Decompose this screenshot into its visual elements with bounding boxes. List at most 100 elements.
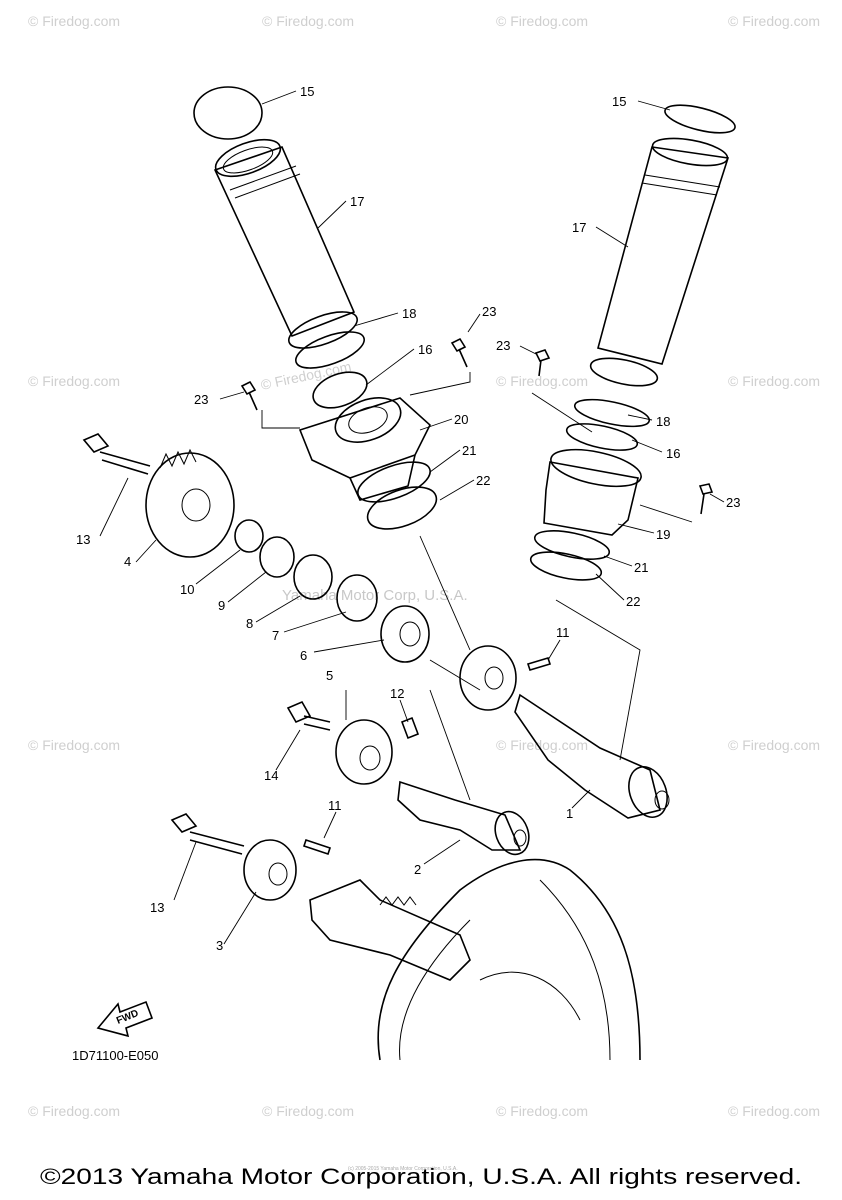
seal-18-right [573,398,651,428]
callout-15-left: 15 [300,84,314,99]
callout-19: 19 [656,527,670,542]
crankshaft-teeth [379,896,417,906]
holder-20-inner [348,406,388,434]
callout-5: 5 [326,668,333,683]
tiny-footer: (c) 2005-2015 Yamaha Motor Corporation, … [348,1166,458,1172]
watermark: © Firedog.com [496,13,588,29]
bolt-13-upper [82,433,151,475]
watermark: © Firedog.com [262,13,354,29]
bolt-13-lower [170,813,245,855]
callout-17-right: 17 [572,220,586,235]
holder-20-spigot [349,454,416,501]
watermark: © Firedog.com [728,1103,820,1119]
callout-7: 7 [272,628,279,643]
fwd-arrow-icon [96,1000,154,1038]
seal-ring-right [589,357,659,387]
watermark: © Firedog.com [28,373,120,389]
callout-23-a: 23 [482,304,496,319]
o-ring-21-left [357,461,431,503]
watermark: © Firedog.com [28,1103,120,1119]
watermark: © Firedog.com [262,1103,354,1119]
callout-12: 12 [390,686,404,701]
watermark: © Firedog.com [728,13,820,29]
callout-23-c: 23 [194,392,208,407]
gear-5-upper-hub [484,666,504,690]
assembly-leaders [345,535,641,801]
callout-13-lower: 13 [150,900,164,915]
gear-5-lower [335,719,393,785]
bolt-23-left-a [450,337,468,368]
callouts: 15 15 17 17 18 18 16 16 23 23 23 23 20 2… [76,84,740,953]
outer-tube-17-left-top [214,138,282,178]
callout-22-left: 22 [476,473,490,488]
callout-1: 1 [566,806,573,821]
watermark: © Firedog.com [28,13,120,29]
gear-6-hub [399,621,421,647]
callout-16-left: 16 [418,342,432,357]
callout-leaders [99,90,725,945]
gear-6 [380,605,430,663]
bolt-23-right-leads [531,392,693,523]
outer-tube-17-left-bore [222,146,274,174]
lock-washer-7 [336,574,378,622]
callout-8: 8 [246,616,253,631]
gear-3-hub [268,862,288,886]
outer-tube-17-left [213,146,356,338]
callout-18-right: 18 [656,414,670,429]
inline-watermark: © Firedog.com [259,358,352,393]
callout-18-left: 18 [402,306,416,321]
tube-grooves-left [229,165,301,199]
camshaft-1-bore [654,790,670,810]
outer-tube-17-right [597,146,730,365]
fwd-arrow: FWD [96,1000,154,1038]
crankshaft [309,879,471,981]
bolt-23-left-leads [261,372,471,429]
gear-4 [145,452,235,558]
callout-3: 3 [216,938,223,953]
o-ring-16-left [312,371,368,409]
callout-4: 4 [124,554,131,569]
copyright-caption: ©2013 Yamaha Motor Corporation, U.S.A. A… [40,1164,802,1189]
camshaft-2 [397,780,522,851]
callout-21-right: 21 [634,560,648,575]
callout-23-d: 23 [726,495,740,510]
outer-tube-17-right-top [651,137,729,167]
callout-21-left: 21 [462,443,476,458]
camshaft-1 [514,693,661,819]
camshaft-1-end [628,766,668,818]
callout-20: 20 [454,412,468,427]
callout-10: 10 [180,582,194,597]
key-12 [400,716,420,740]
gear-train [82,433,670,1061]
watermark: © Firedog.com [728,373,820,389]
o-ring-16-right [565,423,639,451]
holder-20-bore [334,397,402,443]
bolt-23-left-b [240,380,258,411]
callout-15-right: 15 [612,94,626,109]
o-ring-15-right [664,104,736,134]
engine-case [377,858,641,1061]
watermark: © Firedog.com [28,737,120,753]
callout-16-right: 16 [666,446,680,461]
ring-18b-left [295,331,365,369]
callout-9: 9 [218,598,225,613]
engine-case-detail [399,879,611,1061]
watermark: © Firedog.com [496,373,588,389]
bolt-23-right-b [698,483,714,515]
callout-17-left: 17 [350,194,364,209]
circlip-10 [234,519,264,553]
watermark: © Firedog.com [728,737,820,753]
bolt-14 [286,700,331,731]
gear-5-lower-hub [359,745,381,771]
gear-5-upper [459,645,517,711]
callout-6: 6 [300,648,307,663]
camshaft-2-bore [513,829,527,847]
holder-19-right [543,461,639,536]
callout-22-right: 22 [626,594,640,609]
gear-3 [243,839,297,901]
washer-8 [293,554,333,600]
callout-11-lower: 11 [328,798,342,813]
o-ring-21-right [533,530,611,560]
callout-23-b: 23 [496,338,510,353]
